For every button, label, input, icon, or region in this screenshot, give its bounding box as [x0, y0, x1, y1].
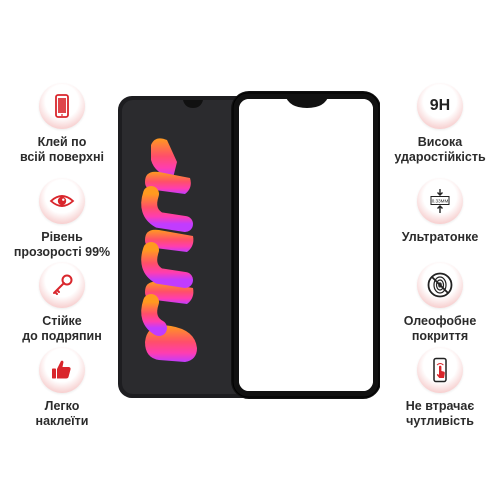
feature-icon-circle [417, 262, 463, 308]
phone-with-glass-illustration [118, 91, 381, 399]
feature-scratch-resistant: Стійке до подряпин [2, 262, 122, 344]
feature-label: Олеофобне покриття [403, 314, 477, 343]
feature-label: Ультратонке [401, 230, 479, 244]
feature-icon-circle: 0.33MM [417, 178, 463, 224]
feature-icon-circle [39, 178, 85, 224]
feature-icon-circle [39, 262, 85, 308]
wallpaper-art [141, 138, 197, 362]
thumb-up-icon [52, 360, 71, 379]
feature-label: Легко наклеїти [35, 399, 89, 428]
thickness-icon: 0.33MM [430, 189, 450, 213]
feature-label: Не втрачає чутливість [405, 399, 475, 428]
product-image [115, 90, 381, 400]
feature-easy-apply: Легко наклеїти [2, 347, 122, 429]
phone-device [118, 96, 268, 398]
touch-sensitivity-icon [433, 357, 447, 383]
feature-icon-circle [39, 83, 85, 129]
no-fingerprint-icon [427, 272, 453, 298]
feature-label: Висока ударостійкість [394, 135, 486, 164]
feature-transparency: Рівень прозорості 99% [2, 178, 122, 260]
hardness-9h-icon: 9H [429, 97, 451, 114]
feature-oleophobic: Олеофобне покриття [380, 262, 500, 344]
feature-label: Клей по всій поверхні [19, 135, 105, 164]
feature-icon-circle [417, 347, 463, 393]
eye-icon [49, 195, 75, 207]
feature-icon-circle [39, 347, 85, 393]
feature-label: Стійке до подряпин [22, 314, 102, 343]
feature-ultrathin: 0.33MM Ультратонке [380, 178, 500, 245]
feature-icon-circle: 9H [417, 83, 463, 129]
key-scratch-icon [53, 274, 73, 295]
tempered-glass-protector [231, 91, 381, 399]
feature-label: Рівень прозорості 99% [13, 230, 111, 259]
thickness-badge: 0.33MM [432, 198, 449, 203]
phone-full-cover-icon [55, 94, 69, 118]
feature-touch-sensitivity: Не втрачає чутливість [380, 347, 500, 429]
feature-full-glue: Клей по всій поверхні [2, 83, 122, 165]
feature-impact-resistant: 9H Висока ударостійкість [380, 83, 500, 165]
